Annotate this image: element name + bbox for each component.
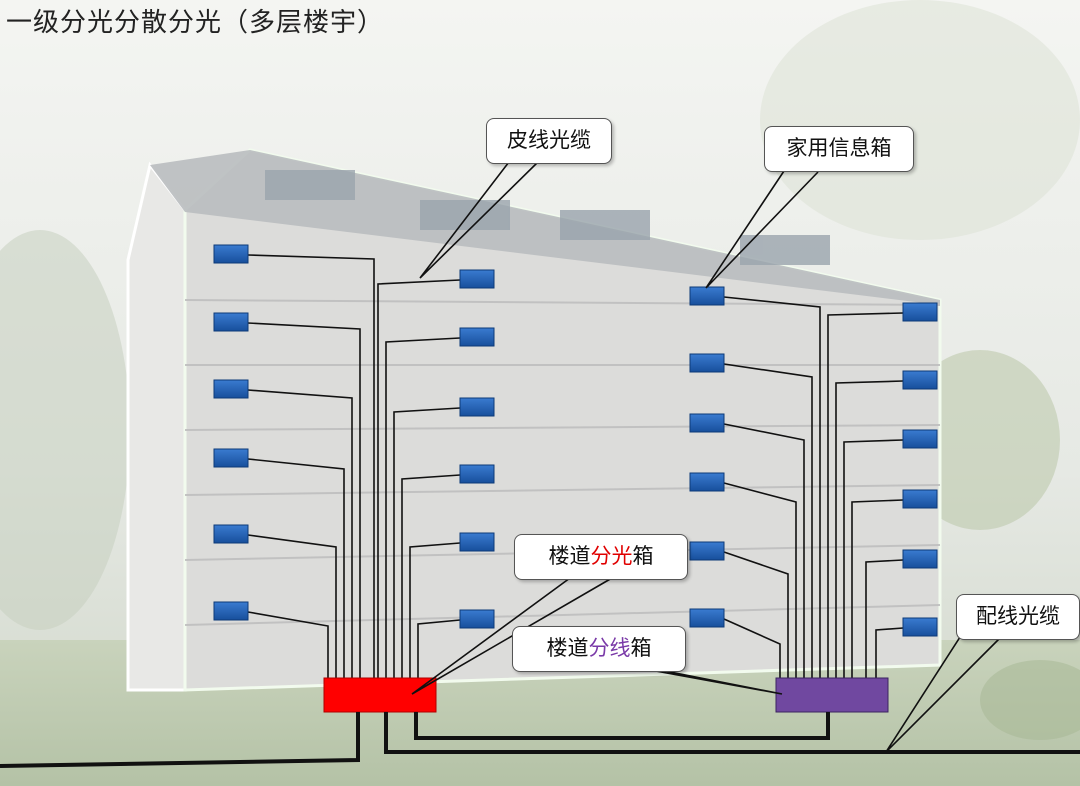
info-boxes: [213, 244, 938, 637]
feeder-cables: [0, 712, 1080, 768]
drop-cable: [723, 618, 781, 680]
home-info-box: [213, 601, 249, 621]
home-info-box: [213, 379, 249, 399]
callout-distribution-text-highlight: 分线: [588, 637, 631, 660]
drop-cable: [401, 474, 461, 680]
home-info-box: [689, 286, 725, 306]
drop-cable: [385, 337, 461, 680]
trees: [0, 0, 1080, 740]
drop-cable: [247, 458, 345, 680]
drop-cable: [417, 619, 461, 680]
home-info-box: [689, 353, 725, 373]
home-info-box: [689, 541, 725, 561]
home-info-box: [213, 524, 249, 544]
home-info-box: [689, 413, 725, 433]
home-info-box: [459, 464, 495, 484]
home-info-box: [902, 370, 938, 390]
home-info-box: [213, 312, 249, 332]
drop-cable: [723, 423, 805, 680]
home-info-box: [459, 269, 495, 289]
drop-cable: [843, 439, 904, 680]
home-info-box: [902, 429, 938, 449]
home-info-box: [902, 302, 938, 322]
drop-cable: [377, 279, 461, 680]
home-info-box: [459, 532, 495, 552]
drop-cable: [723, 482, 797, 680]
drop-cable: [835, 380, 904, 680]
drop-cable: [247, 322, 361, 680]
home-info-box: [689, 472, 725, 492]
home-info-box: [902, 549, 938, 569]
drop-cable: [393, 407, 461, 680]
drop-cable: [247, 534, 337, 680]
drop-cable: [865, 559, 904, 680]
home-info-box: [213, 244, 249, 264]
drop-cable: [851, 499, 904, 680]
callout-drop-cable: 皮线光缆: [486, 118, 612, 164]
drop-cable: [247, 389, 353, 680]
home-info-box: [689, 608, 725, 628]
drop-cable: [409, 542, 461, 680]
callout-distribution-text-2: 箱: [630, 637, 652, 660]
callout-distribution-cable-label: 配线光缆: [976, 605, 1060, 628]
drop-cable: [723, 363, 813, 680]
callout-splitter-text-highlight: 分光: [590, 545, 633, 568]
drop-cable: [723, 551, 789, 680]
drop-cable: [875, 627, 904, 680]
callout-distribution-cable: 配线光缆: [956, 594, 1080, 640]
drop-cables: [247, 254, 904, 680]
drop-cable: [247, 254, 375, 680]
drop-cable: [723, 296, 821, 680]
callout-home-info-box: 家用信息箱: [764, 126, 914, 172]
home-info-box: [459, 397, 495, 417]
corridor-splitter-box: [323, 677, 437, 713]
page-title: 一级分光分散分光（多层楼宇）: [6, 7, 385, 37]
callout-drop-cable-label: 皮线光缆: [507, 129, 591, 152]
home-info-box: [902, 489, 938, 509]
home-info-box: [459, 609, 495, 629]
callout-corridor-splitter-box: 楼道分光箱: [514, 534, 688, 580]
drop-cable: [247, 611, 329, 680]
home-info-box: [213, 448, 249, 468]
callout-distribution-text-1: 楼道: [546, 637, 589, 660]
callout-splitter-text-2: 箱: [632, 545, 654, 568]
callout-home-info-box-label: 家用信息箱: [786, 137, 892, 160]
corridor-distribution-box: [775, 677, 889, 713]
callout-splitter-text-1: 楼道: [548, 545, 591, 568]
drop-cable: [827, 312, 904, 680]
home-info-box: [902, 617, 938, 637]
home-info-box: [459, 327, 495, 347]
callout-corridor-distribution-box: 楼道分线箱: [512, 626, 686, 672]
